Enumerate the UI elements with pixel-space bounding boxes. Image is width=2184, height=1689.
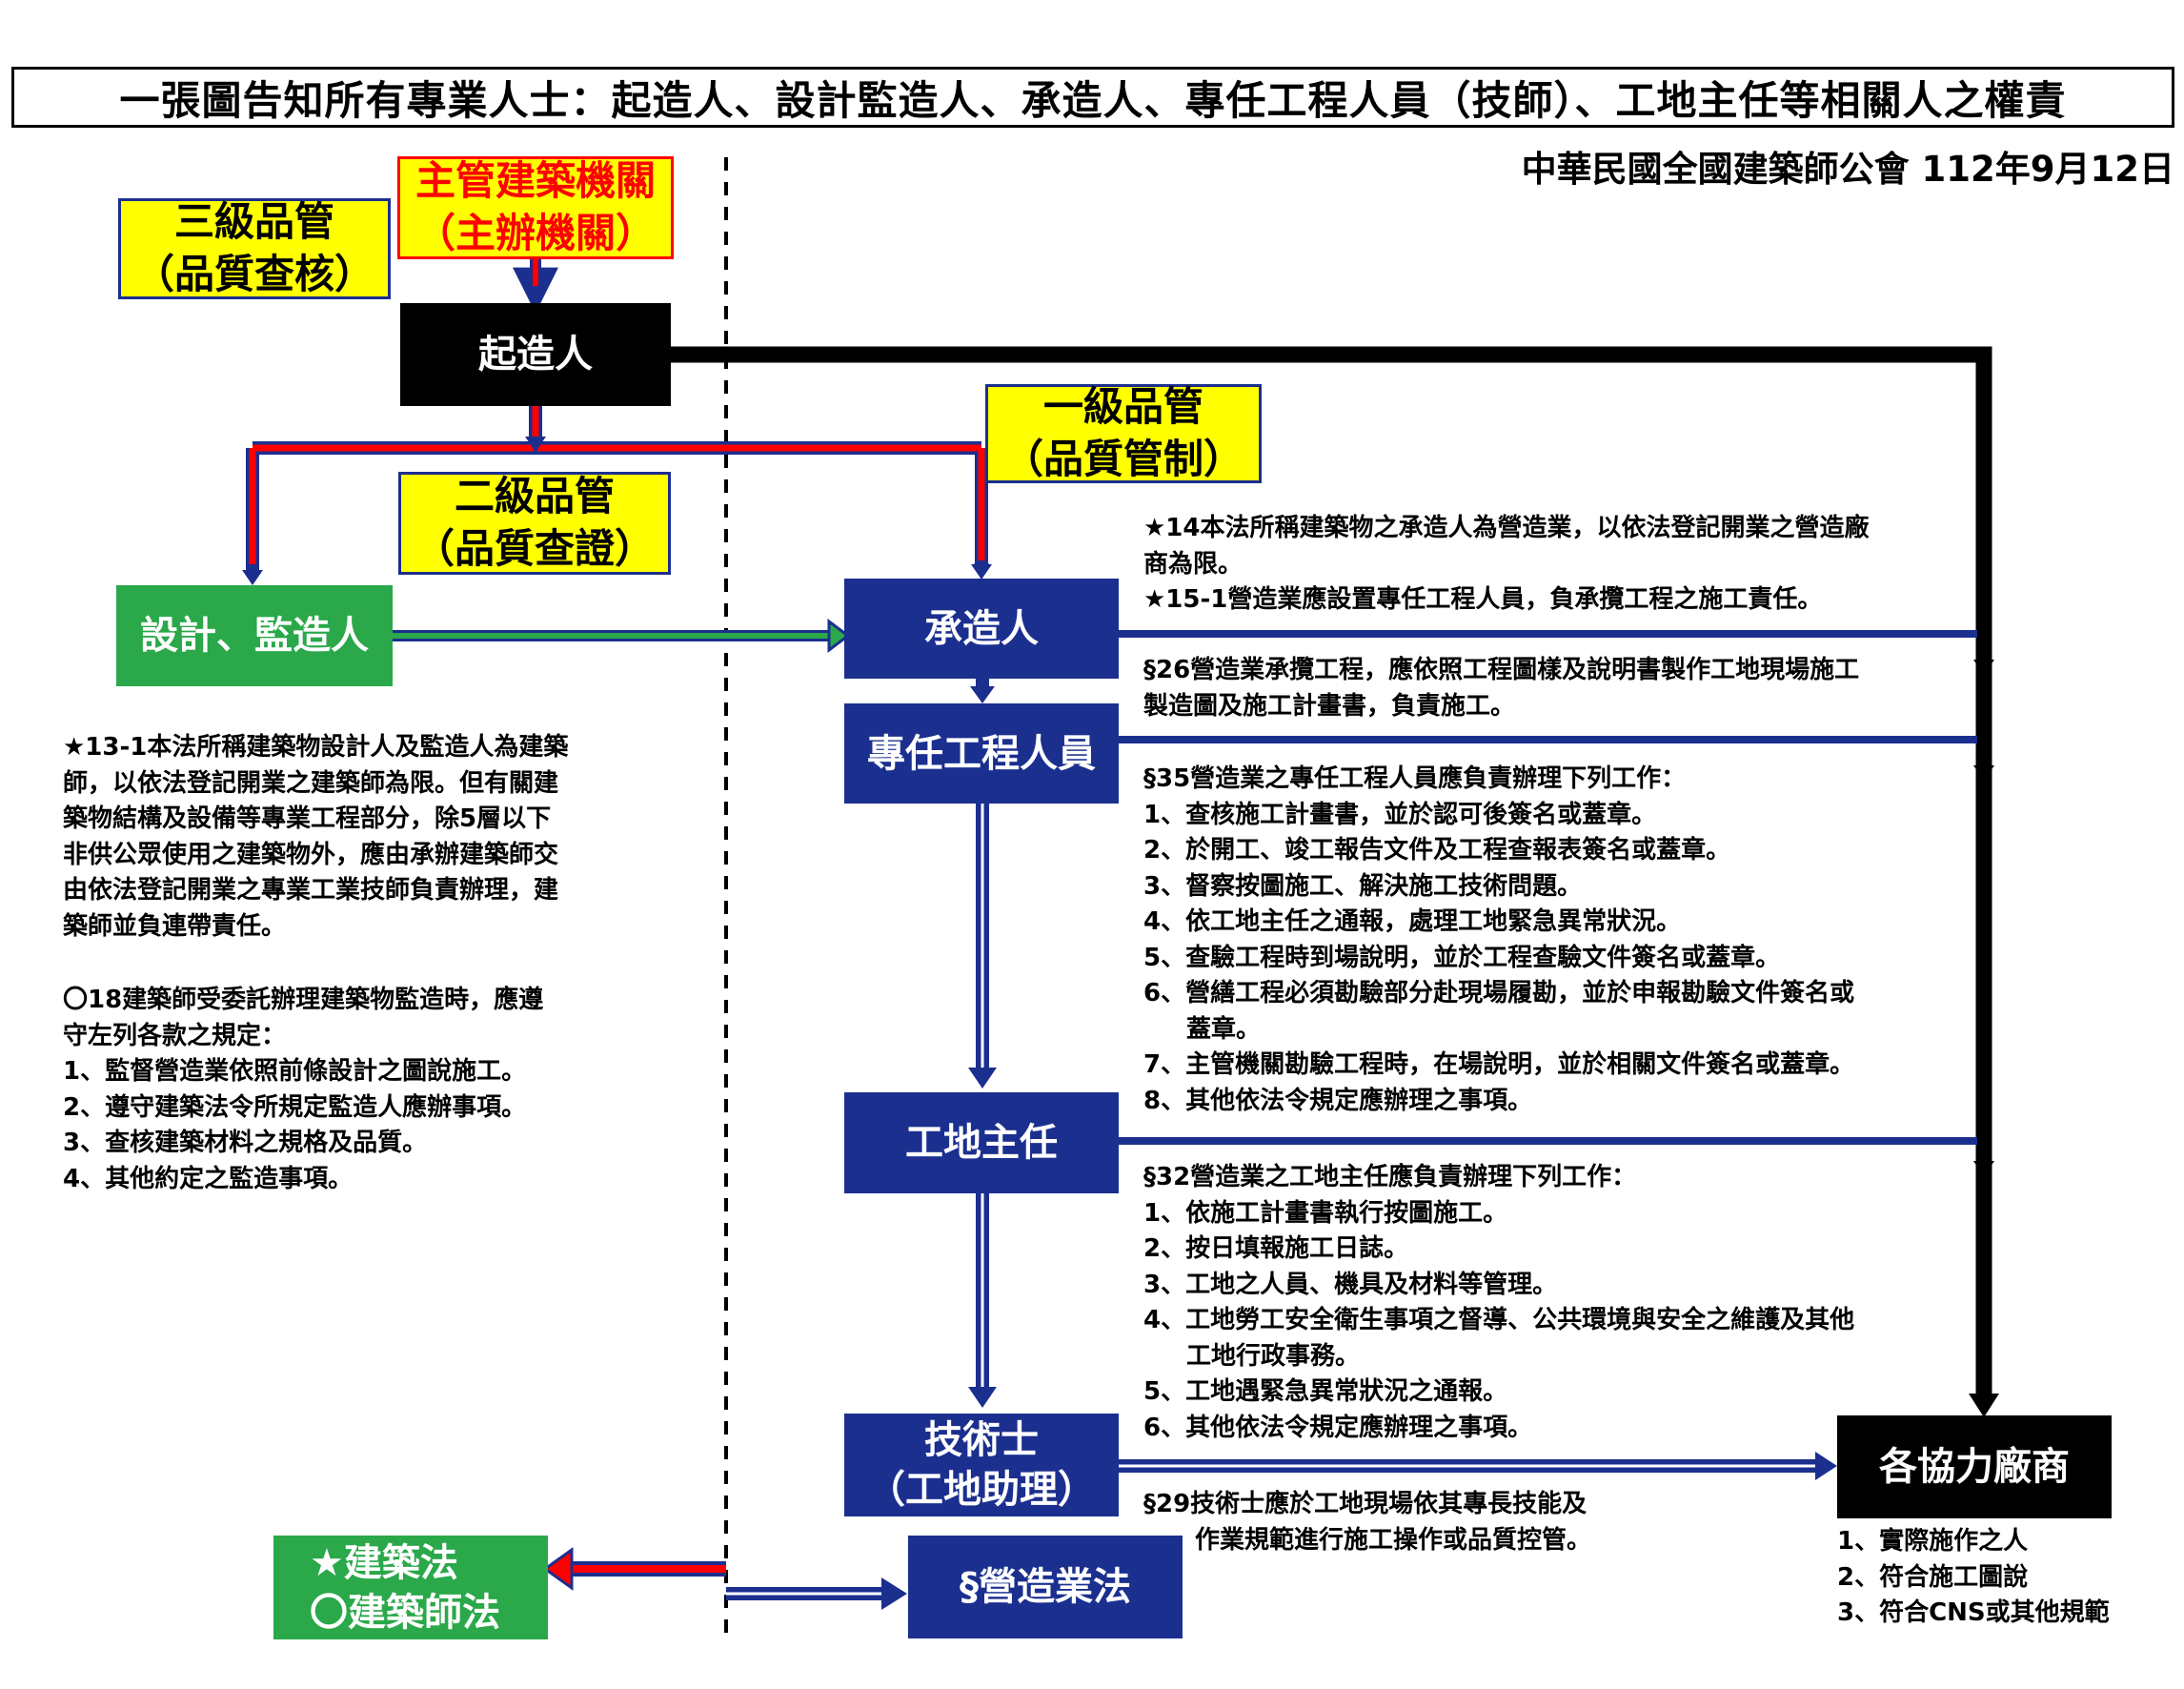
note-art13: ★13-1本法所稱建築物設計人及監造人為建築 師，以依法登記開業之建築師為限。但… [63, 733, 569, 941]
building-law-box: ★建築法 〇建築師法 [273, 1536, 548, 1639]
construction-law-box: §營造業法 [908, 1536, 1183, 1638]
branch-arrow-2 [1973, 765, 1994, 781]
note-art32: §32營造業之工地主任應負責辦理下列工作： 1、依施工計畫書執行按圖施工。 2、… [1143, 1163, 1855, 1442]
contractor-box: 承造人 [844, 579, 1119, 679]
note-art26: §26營造業承攬工程，應依照工程圖樣及說明書製作工地現場施工 製造圖及施工計畫書… [1143, 656, 1860, 721]
page-title: 一張圖告知所有專業人士：起造人、設計監造人、承造人、專任工程人員（技師）、工地主… [11, 67, 2174, 128]
owner-box: 起造人 [400, 303, 671, 406]
issuer-date: 中華民國全國建築師公會 112年9月12日 [1521, 149, 2174, 190]
authority-box: 主管建築機關 （主辦機關） [397, 156, 674, 259]
owner-split-core [249, 405, 985, 564]
note-art18: 〇18建築師受委託辦理建築物監造時，應遵 守左列各款之規定： 1、監督營造業依照… [63, 986, 544, 1193]
qc3-box: 三級品管 （品質查核） [118, 198, 391, 299]
note-subcontractor-requirements: 1、實際施作之人 2、符合施工圖說 3、符合CNS或其他規範 [1837, 1527, 2110, 1627]
qc1-box: 一級品管 （品質管制） [985, 383, 1262, 483]
note-art14-15: ★14本法所稱建築物之承造人為營造業，以依法登記開業之營造廠 商為限。 ★15-… [1143, 514, 1870, 614]
architect-box: 設計、監造人 [116, 585, 393, 686]
note-art35: §35營造業之專任工程人員應負責辦理下列工作： 1、查核施工計畫書，並於認可後簽… [1143, 764, 1855, 1115]
owner-to-subcontractors-head [1969, 1394, 1999, 1417]
site-director-box: 工地主任 [844, 1092, 1119, 1193]
branch-arrow-3 [1973, 1161, 1994, 1176]
subcontractors-box: 各協力廠商 [1837, 1415, 2112, 1518]
engineer-box: 專任工程人員 [844, 703, 1119, 804]
branch-arrow-1 [1973, 660, 1994, 675]
qc2-box: 二級品管 （品質查證） [398, 472, 671, 575]
technician-box: 技術士 （工地助理） [844, 1414, 1119, 1516]
note-art29: §29技術士應於工地現場依其專長技能及 作業規範進行施工操作或品質控管。 [1143, 1490, 1592, 1555]
owner-to-subcontractors-line [671, 346, 1992, 1396]
